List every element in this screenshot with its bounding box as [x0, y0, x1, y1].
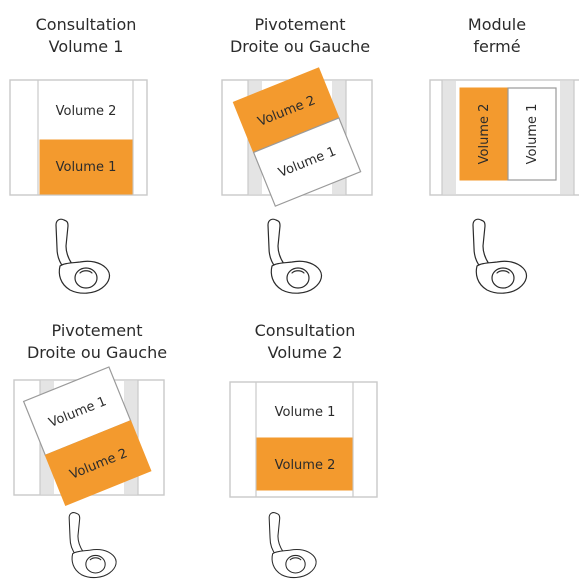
volume-2-label: Volume 2 [56, 104, 117, 119]
rail-left [442, 81, 456, 194]
volume-1-box [507, 87, 557, 181]
volume-2-box [40, 82, 132, 138]
person-top-view-icon [267, 218, 323, 294]
person-top-view-icon [268, 512, 317, 579]
panel-2-title: Pivotement Droite ou Gauche [200, 14, 400, 58]
panel-1-title: Consultation Volume 1 [0, 14, 186, 58]
volume-2-box [459, 87, 509, 181]
volume-2-label: Volume 2 [477, 104, 492, 165]
panel-3-title: Module fermé [397, 14, 579, 58]
panel-4-title-line1: Pivotement [51, 321, 143, 340]
panel-3-title-line2: fermé [473, 37, 521, 56]
volume-2-box [256, 437, 353, 491]
volume-2-box [44, 420, 152, 506]
person-top-view-icon [472, 218, 528, 294]
volume-1-label: Volume 1 [56, 160, 117, 175]
panel-1-title-line1: Consultation [35, 15, 137, 34]
person-top-view-icon [68, 512, 117, 579]
volume-1-box [39, 139, 133, 195]
panel-4-title: Pivotement Droite ou Gauche [0, 320, 197, 364]
volume-1-label: Volume 1 [525, 104, 540, 165]
panel-4-title-line2: Droite ou Gauche [26, 343, 168, 362]
panel-3-diagram: Volume 2 Volume 1 [429, 79, 579, 196]
volume-2-label: Volume 2 [275, 458, 336, 473]
panel-5-title: Consultation Volume 2 [205, 320, 405, 364]
panel-1-diagram: Volume 2 Volume 1 [9, 79, 148, 196]
volume-1-label: Volume 1 [275, 405, 336, 420]
panel-5-title-line2: Volume 2 [267, 343, 343, 362]
panel-4-diagram: Volume 1 Volume 2 [13, 366, 165, 506]
panel-2-diagram: Volume 2 Volume 1 [221, 67, 373, 207]
rail-right [560, 81, 574, 194]
person-top-view-icon [55, 218, 111, 294]
panel-2-title-line1: Pivotement [254, 15, 346, 34]
volume-1-box [252, 117, 362, 207]
panel-5-title-line1: Consultation [254, 321, 356, 340]
panel-2-title-line2: Droite ou Gauche [229, 37, 371, 56]
panel-1-title-line2: Volume 1 [48, 37, 124, 56]
panel-5-diagram: Volume 1 Volume 2 [229, 381, 378, 498]
panel-3-title-line1: Module [467, 15, 527, 34]
